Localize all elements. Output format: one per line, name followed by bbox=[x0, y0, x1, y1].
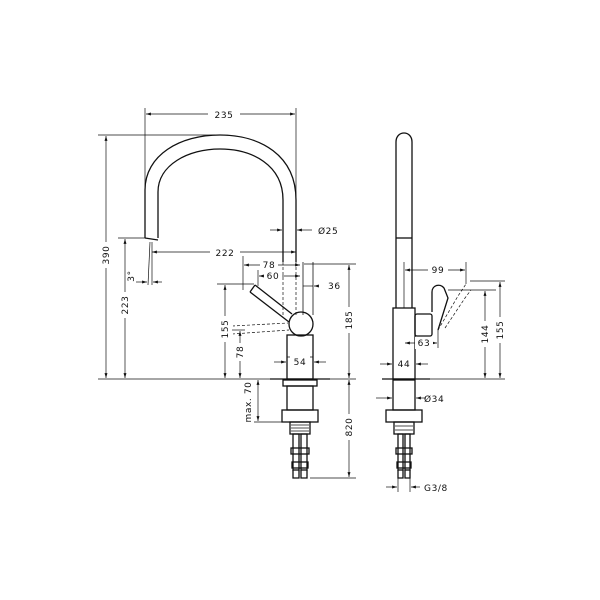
side-thread-rod bbox=[393, 421, 415, 435]
spout-inner bbox=[157, 148, 284, 262]
side-hose-fitting bbox=[396, 461, 412, 469]
dim-label-235: 235 bbox=[215, 111, 234, 121]
dim-label-185: 185 bbox=[345, 311, 355, 330]
side-hose-right bbox=[404, 433, 411, 471]
label-bg-144 bbox=[477, 321, 493, 347]
label-bg-235 bbox=[208, 108, 240, 120]
dim-label-78-low: 78 bbox=[236, 346, 246, 359]
dim-label-78-top: 78 bbox=[263, 261, 276, 271]
side-shank bbox=[392, 379, 416, 411]
handle-knob bbox=[288, 311, 314, 337]
dim-label-223: 223 bbox=[121, 296, 131, 315]
hose-clamp bbox=[290, 447, 310, 455]
lever-alt-upper bbox=[231, 322, 289, 327]
side-fixing-nut bbox=[385, 409, 423, 423]
label-bg-54 bbox=[290, 356, 310, 368]
side-hose-ends bbox=[397, 470, 411, 479]
hose-right bbox=[300, 433, 308, 471]
front-view: 235 390 223 3° 222 Ø25 78 bbox=[98, 108, 357, 479]
label-bg-390 bbox=[98, 242, 114, 268]
side-view: 99 144 155 63 44 Ø34 G3/8 bbox=[376, 132, 508, 494]
label-bg-155-side bbox=[492, 317, 508, 343]
dim-label-54: 54 bbox=[294, 358, 307, 368]
hose-fitting bbox=[291, 461, 309, 469]
label-bg-222 bbox=[210, 246, 240, 258]
label-bg-78-low bbox=[232, 343, 248, 361]
label-bg-223 bbox=[117, 292, 133, 318]
lever-end bbox=[249, 284, 256, 293]
dim-label-44: 44 bbox=[398, 360, 411, 370]
dim-label-99: 99 bbox=[432, 266, 445, 276]
dim-label-155-side: 155 bbox=[496, 321, 506, 340]
shank bbox=[286, 385, 314, 411]
dim-label-222: 222 bbox=[216, 249, 235, 259]
dim-label-g38: G3/8 bbox=[424, 484, 448, 494]
dim-label-820: 820 bbox=[345, 418, 355, 437]
dim-label-390: 390 bbox=[102, 246, 112, 265]
side-lever-alt bbox=[437, 283, 472, 331]
label-bg-60 bbox=[264, 270, 282, 282]
side-spout-top bbox=[395, 132, 413, 238]
spout-outer bbox=[144, 134, 297, 262]
label-bg-max70 bbox=[237, 380, 253, 426]
dim-label-dia25: Ø25 bbox=[318, 226, 338, 237]
dim-label-dia34: Ø34 bbox=[424, 394, 444, 405]
hose-ends bbox=[292, 470, 308, 479]
fixing-nut bbox=[281, 409, 319, 423]
lever-alt-lower bbox=[231, 329, 290, 335]
dim-label-36: 36 bbox=[328, 282, 341, 292]
label-bg-78 bbox=[260, 259, 278, 271]
dim-label-angle: 3° bbox=[127, 270, 137, 281]
hose-left bbox=[292, 433, 300, 471]
dim-label-63: 63 bbox=[418, 339, 431, 349]
label-bg-155-front bbox=[217, 316, 233, 342]
label-bg-44 bbox=[394, 358, 414, 370]
dim-label-155-front: 155 bbox=[221, 320, 231, 339]
dim-label-60: 60 bbox=[267, 272, 280, 282]
side-hose-left bbox=[397, 433, 404, 471]
lever-lower-edge bbox=[249, 291, 290, 323]
label-bg-99 bbox=[428, 264, 448, 276]
base-plate bbox=[282, 379, 318, 387]
side-hose-clamp bbox=[395, 447, 413, 455]
label-bg-820 bbox=[341, 414, 357, 440]
side-handle-cap bbox=[414, 313, 433, 337]
dim-label-144: 144 bbox=[481, 325, 491, 344]
lever-upper-edge bbox=[254, 284, 293, 315]
side-lever bbox=[431, 284, 449, 331]
spout-tip bbox=[144, 237, 159, 241]
label-bg-185 bbox=[341, 307, 357, 333]
dim-label-max70: max. 70 bbox=[244, 382, 254, 423]
label-bg-63 bbox=[415, 337, 433, 349]
thread-rod bbox=[289, 421, 311, 435]
angle-tilt-line bbox=[147, 241, 151, 286]
